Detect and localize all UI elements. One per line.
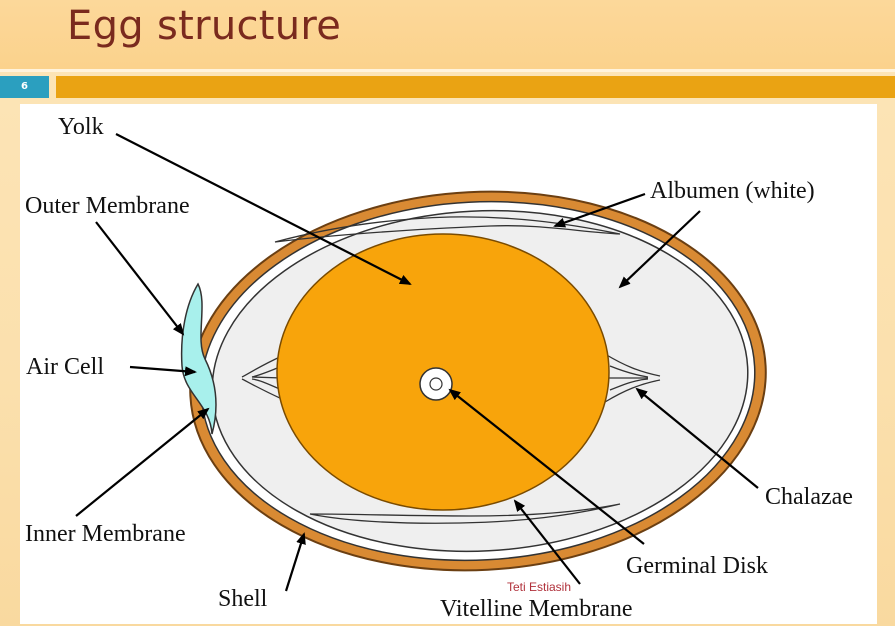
label-albumen: Albumen (white) [650,178,815,204]
albumen-pointer-lower [618,210,701,289]
chalaza-left [241,355,283,400]
label-germinal-disk: Germinal Disk [626,553,768,579]
egg-diagram: Yolk Outer Membrane Albumen (white) Air … [20,104,877,624]
chalazae-pointer [635,387,759,489]
thick-albumen-bottom [309,503,621,524]
thick-albumen-top [274,216,621,243]
shell-pointer [284,532,306,592]
label-outer-membrane: Outer Membrane [25,193,190,219]
outer-membrane-pointer [95,221,185,336]
label-inner-membrane: Inner Membrane [25,521,186,547]
chalaza-right [604,353,661,403]
egg-diagram-svg: Yolk Outer Membrane Albumen (white) Air … [25,114,853,622]
air-cell [180,282,217,435]
air-cell-pointer [129,365,197,377]
label-yolk: Yolk [58,114,104,140]
vitelline-membrane-pointer [513,499,581,585]
germinal-disk-center [429,377,443,391]
label-chalazae: Chalazae [765,484,853,510]
germinal-disk-pointer [448,388,645,545]
author-watermark: Teti Estiasih [507,580,571,594]
albumen-pointer-upper [553,192,646,228]
accent-bar [56,76,895,98]
title-band [0,0,895,70]
slide-number: 6 [21,81,28,92]
label-air-cell: Air Cell [26,354,104,380]
yolk-pointer [115,133,412,285]
label-vitelline-membrane: Vitelline Membrane [440,596,633,622]
label-shell: Shell [218,586,268,612]
slide-number-box [0,76,49,98]
title-divider [0,69,895,72]
slide-title: Egg structure [67,3,342,49]
inner-membrane-pointer [75,407,210,517]
